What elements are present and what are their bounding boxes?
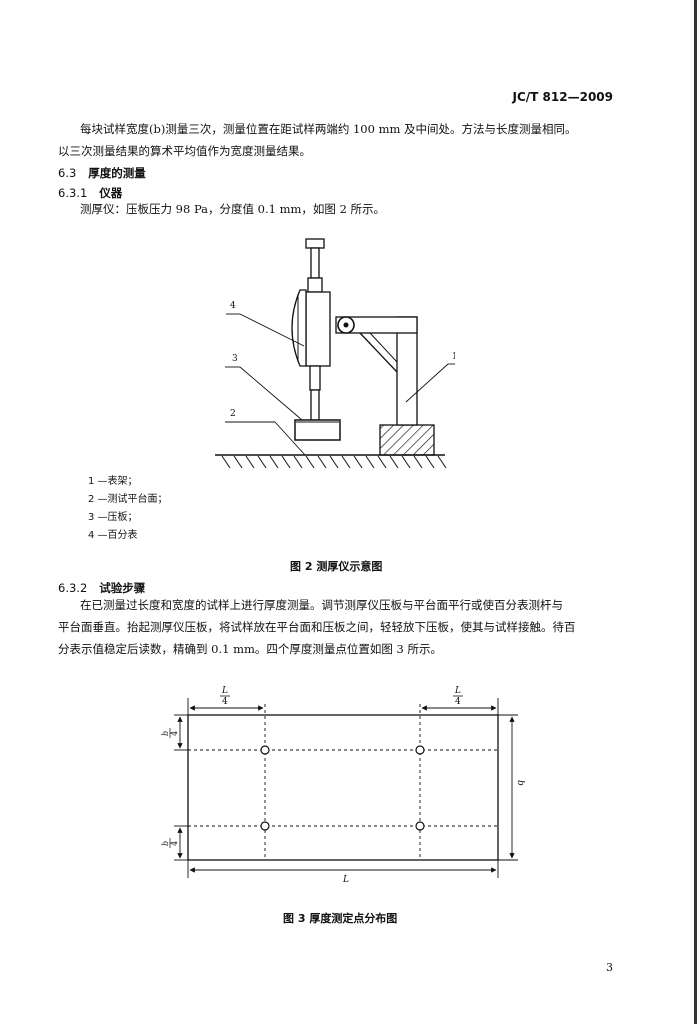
page-number: 3 — [606, 961, 613, 974]
frame-arm — [335, 316, 418, 334]
section-number: 6.3.2 — [58, 581, 88, 595]
section-number: 6.3 — [58, 166, 77, 180]
paragraph-procedure-line2: 平台面垂直。抬起测厚仪压板，将试样放在平台面和压板之间，轻轻放下压板，使其与试样… — [58, 620, 576, 634]
paragraph-width-line1: 每块试样宽度(b)测量三次，测量位置在距试样两端约 100 mm 及中间处。方法… — [80, 122, 577, 136]
standard-number: JC/T 812—2009 — [512, 90, 613, 104]
callout-1: 1 — [452, 352, 455, 362]
paragraph-procedure-line1: 在已测量过长度和宽度的试样上进行厚度测量。调节测厚仪压板与平台面平行或使百分表测… — [80, 598, 563, 612]
measurement-points-diagram: L 4 L 4 b 4 b 4 b — [161, 686, 525, 885]
dim-left-top-num: b — [161, 731, 170, 736]
callout-3: 3 — [232, 354, 238, 364]
frame-brace — [359, 332, 398, 373]
gauge-spindle — [309, 365, 321, 391]
section-6-3-1-heading: 6.3.1 仪器 — [58, 185, 122, 201]
dim-top-right-den: 4 — [455, 697, 461, 707]
scan-edge — [694, 0, 697, 1024]
dim-top-left-den: 4 — [222, 697, 228, 707]
measurement-point — [260, 821, 270, 831]
section-title: 试验步骤 — [99, 581, 146, 595]
callout-2: 2 — [230, 409, 236, 419]
dial-gauge-body — [305, 291, 331, 367]
thickness-gauge-diagram: 1 2 3 4 — [215, 238, 455, 469]
dim-top-right-num: L — [454, 686, 461, 696]
dim-left-bottom-num: b — [161, 841, 170, 846]
measurement-point — [260, 745, 270, 755]
measurement-point — [415, 745, 425, 755]
ground-hatching — [221, 455, 447, 469]
figure-3-caption: 图 3 厚度测定点分布图 — [283, 912, 398, 925]
section-title: 仪器 — [99, 186, 123, 200]
frame-base — [379, 424, 435, 456]
dim-bottom-label: L — [342, 875, 349, 885]
dim-right-label: b — [515, 780, 525, 786]
dial-face — [291, 289, 307, 367]
gauge-upper-stem — [310, 247, 320, 279]
specimen-outline — [187, 714, 499, 861]
callout-4: 4 — [230, 301, 236, 311]
paragraph-width-line2: 以三次测量结果的算术平均值作为宽度测量结果。 — [58, 144, 311, 158]
legend-item-4: 4 —百分表 — [88, 530, 138, 541]
section-title: 厚度的测量 — [88, 166, 146, 180]
dim-left-top-den: 4 — [170, 731, 179, 736]
leader-1 — [405, 363, 449, 403]
paragraph-procedure-line3: 分表示值稳定后读数，精确到 0.1 mm。四个厚度测量点位置如图 3 所示。 — [58, 642, 443, 656]
legend-item-2: 2 —测试平台面； — [88, 494, 168, 505]
paragraph-instrument: 测厚仪：压板压力 98 Pa，分度值 0.1 mm，如图 2 所示。 — [80, 202, 386, 216]
section-6-3-heading: 6.3 厚度的测量 — [58, 165, 146, 181]
dim-left-bottom-den: 4 — [170, 841, 179, 846]
legend-item-3: 3 —压板； — [88, 512, 138, 523]
measurement-point — [415, 821, 425, 831]
section-number: 6.3.1 — [58, 186, 88, 200]
dim-top-left-num: L — [221, 686, 228, 696]
pressure-plate — [294, 419, 341, 441]
legend-item-1: 1 —表架； — [88, 476, 138, 487]
gauge-cap — [305, 238, 325, 249]
figure-2-caption: 图 2 测厚仪示意图 — [290, 560, 383, 573]
section-6-3-2-heading: 6.3.2 试验步骤 — [58, 580, 145, 596]
